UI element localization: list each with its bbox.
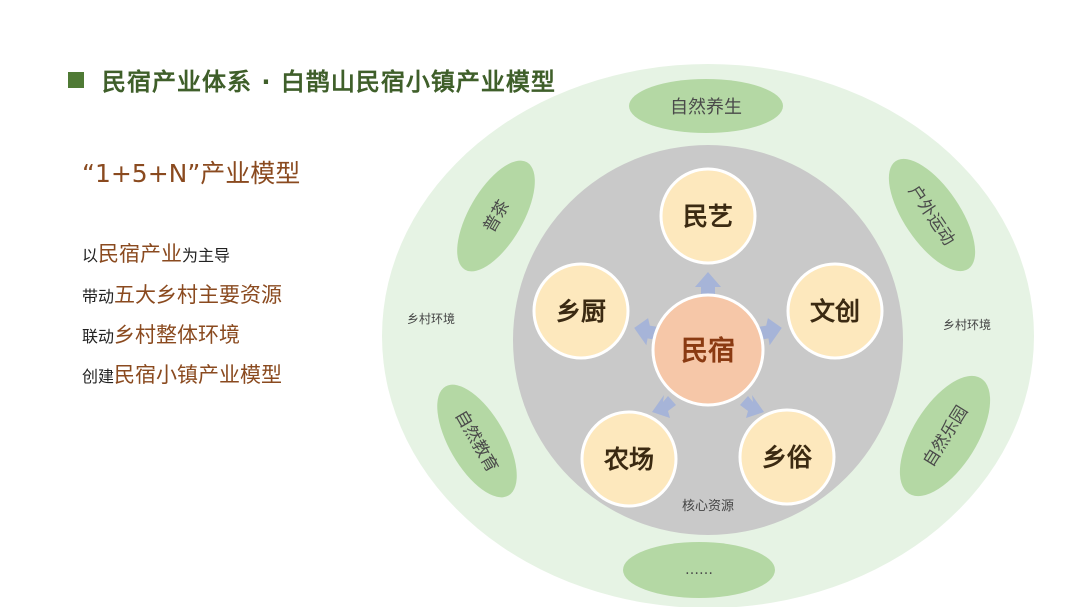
title-bar: 民宿产业体系 · 白鹊山民宿小镇产业模型 (68, 62, 556, 97)
description-line-4: 创建民宿小镇产业模型 (82, 359, 282, 389)
description-highlight: 五大乡村主要资源 (114, 283, 283, 307)
description-line-1: 以民宿产业为主导 (82, 238, 230, 268)
center-label: 民宿 (681, 335, 735, 367)
description-prefix: 创建 (82, 367, 115, 386)
resource-node-xiangchu (532, 262, 630, 360)
center-node-minsu (651, 293, 765, 407)
resource-node-xiangsu (738, 408, 836, 506)
description-line-3: 联动乡村整体环境 (82, 319, 240, 349)
resource-label: 文创 (810, 297, 860, 326)
environment-label-left: 乡村环境 (407, 311, 455, 326)
outer-pill-upper-left: 普茶 (457, 160, 535, 272)
outer-item-label: …… (685, 562, 713, 578)
resource-label: 乡俗 (762, 443, 813, 472)
outer-pill-top: 自然养生 (629, 79, 783, 133)
resource-label: 乡厨 (556, 297, 606, 326)
outer-item-label: 自然养生 (670, 97, 742, 118)
resource-label: 农场 (603, 445, 654, 474)
description-suffix: 为主导 (182, 246, 231, 265)
resource-node-wenchuang (786, 262, 884, 360)
description-line-2: 带动五大乡村主要资源 (82, 279, 282, 309)
outer-pill-lower-right: 自然乐园 (899, 375, 991, 497)
description-prefix: 联动 (82, 327, 115, 346)
outer-pill-lower-left: 自然教育 (437, 384, 517, 498)
resource-label: 民艺 (683, 202, 733, 231)
environment-label-right: 乡村环境 (943, 317, 991, 332)
arrow-down-left-icon (652, 395, 676, 418)
resource-node-minyi (659, 167, 757, 265)
arrow-down-right-icon (740, 395, 764, 418)
core-resource-label: 核心资源 (682, 499, 734, 514)
description-highlight: 乡村整体环境 (114, 323, 241, 347)
outer-pill-bottom: …… (623, 542, 775, 598)
description-prefix: 以 (82, 246, 99, 265)
title-bullet-icon (68, 71, 84, 88)
description-highlight: 民宿小镇产业模型 (114, 363, 283, 387)
model-name: “1+5+N”产业模型 (82, 159, 301, 188)
arrow-right-icon (759, 318, 782, 346)
description-highlight: 民宿产业 (98, 242, 183, 266)
outer-pill-upper-right: 户外运动 (888, 158, 976, 272)
page-title: 民宿产业体系 · 白鹊山民宿小镇产业模型 (102, 68, 556, 96)
arrow-up-icon (695, 272, 721, 297)
resource-node-nongchang (580, 410, 678, 508)
description-prefix: 带动 (82, 287, 115, 306)
arrow-left-icon (634, 318, 657, 346)
